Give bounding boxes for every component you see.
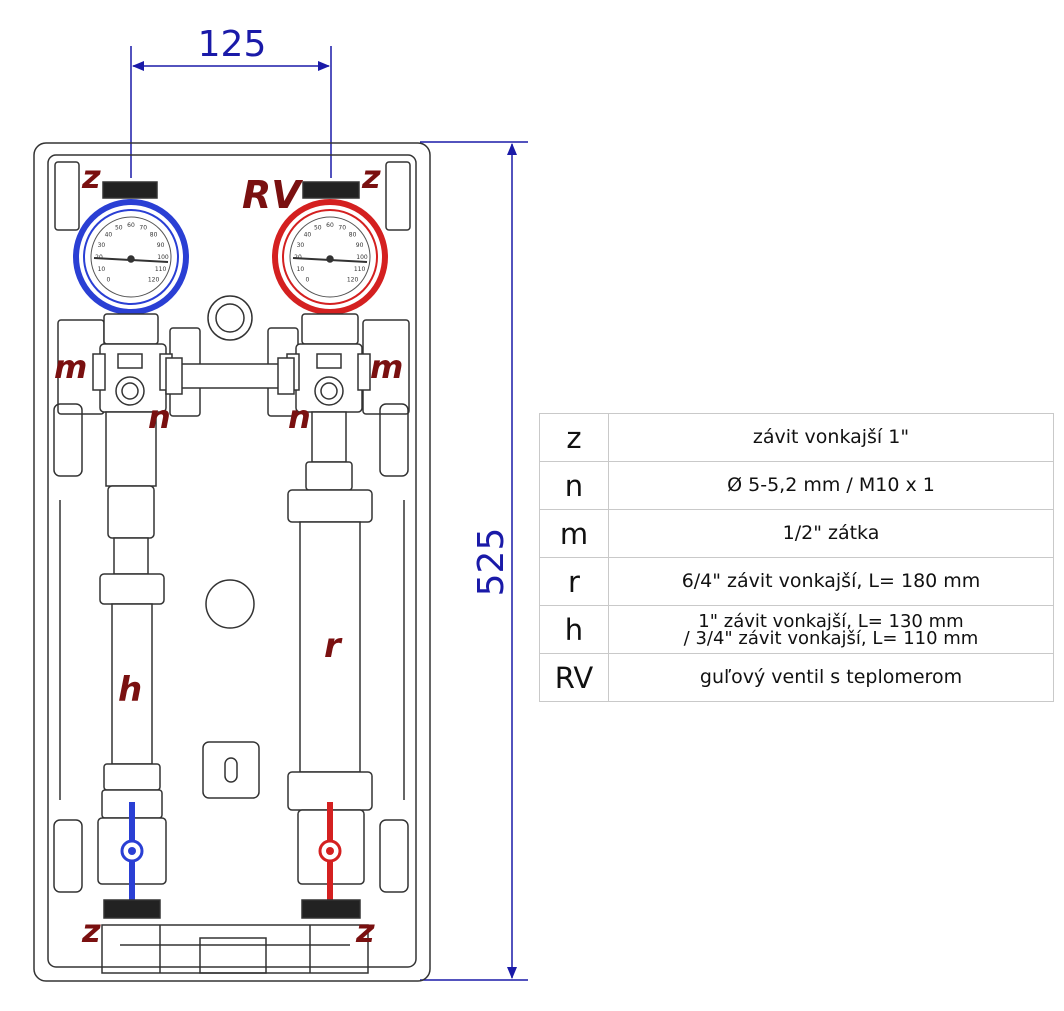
legend-description-line-2: / 3/4" závit vonkajší, L= 110 mm	[683, 627, 979, 649]
gauge-tick-label: 0	[106, 277, 110, 284]
legend-description: 6/4" závit vonkajší, L= 180 mm	[608, 557, 1054, 606]
callout-z-top-right: z	[361, 158, 381, 196]
gauge-tick-label: 110	[155, 266, 167, 273]
gauge-tick-label: 20	[95, 254, 103, 261]
gauge-tick-label: 90	[356, 242, 364, 249]
legend-row: m 1/2" zátka	[539, 509, 1054, 558]
bypass-pipe	[165, 357, 295, 395]
legend-row: RV guľový ventil s teplomerom	[539, 653, 1054, 702]
gauge-tick-label: 60	[127, 222, 135, 229]
legend-row: r 6/4" závit vonkajší, L= 180 mm	[539, 557, 1054, 606]
callout-m-left: m	[54, 348, 87, 386]
gauge-tick-label: 100	[356, 254, 368, 261]
legend-code: h	[539, 605, 609, 654]
legend-code: r	[539, 557, 609, 606]
callout-z-top-left: z	[81, 158, 101, 196]
callout-h: h	[118, 670, 142, 710]
legend-description: závit vonkajší 1"	[608, 413, 1054, 462]
callout-z-bottom-left: z	[81, 912, 101, 950]
dimension-width: 125	[130, 24, 332, 178]
left-thermometer	[73, 199, 189, 315]
gauge-tick-label: 40	[304, 231, 312, 238]
callout-n-right: n	[288, 398, 311, 436]
gauge-tick-label: 70	[139, 224, 147, 231]
right-thermometer	[272, 199, 388, 315]
gauge-tick-label: 50	[115, 224, 123, 231]
gauge-tick-label: 30	[98, 242, 106, 249]
legend-code: n	[539, 461, 609, 510]
legend-code: z	[539, 413, 609, 462]
gauge-tick-label: 40	[105, 231, 113, 238]
height-dimension-label: 525	[471, 528, 512, 597]
width-dimension-label: 125	[198, 24, 267, 65]
callout-r: r	[324, 626, 343, 666]
gauge-tick-label: 80	[150, 231, 158, 238]
gauge-tick-label: 110	[354, 266, 366, 273]
legend-description: 1" závit vonkajší, L= 130 mm / 3/4" závi…	[608, 605, 1054, 654]
legend-code: m	[539, 509, 609, 558]
legend-code: RV	[539, 653, 609, 702]
legend-row: n Ø 5-5,2 mm / M10 x 1	[539, 461, 1054, 510]
callout-n-left: n	[148, 398, 171, 436]
callout-z-bottom-right: z	[355, 912, 375, 950]
legend-description: guľový ventil s teplomerom	[608, 653, 1054, 702]
gauge-tick-label: 10	[297, 266, 305, 273]
gauge-tick-label: 120	[148, 277, 160, 284]
right-branch	[272, 181, 388, 919]
legend-description-line-1: 1" závit vonkajší, L= 130 mm	[698, 610, 964, 632]
gauge-tick-label: 80	[349, 231, 357, 238]
legend-row: h 1" závit vonkajší, L= 130 mm / 3/4" zá…	[539, 605, 1054, 654]
insulation-housing	[33, 142, 431, 982]
legend-description: Ø 5-5,2 mm / M10 x 1	[608, 461, 1054, 510]
gauge-tick-label: 10	[98, 266, 106, 273]
legend-description: 1/2" zátka	[608, 509, 1054, 558]
gauge-tick-label: 50	[314, 224, 322, 231]
left-branch	[73, 181, 189, 919]
gauge-tick-label: 60	[326, 222, 334, 229]
gauge-tick-label: 20	[294, 254, 302, 261]
gauge-tick-label: 0	[305, 277, 309, 284]
legend-row: z závit vonkajší 1"	[539, 413, 1054, 462]
callout-rv: RV	[242, 173, 303, 217]
gauge-tick-label: 100	[157, 254, 169, 261]
gauge-tick-label: 90	[157, 242, 165, 249]
callout-m-right: m	[370, 348, 403, 386]
dimension-height: 525	[420, 141, 528, 981]
callouts: z RV z m m n n h r z z	[54, 158, 403, 950]
gauge-tick-label: 30	[297, 242, 305, 249]
gauge-tick-label: 70	[338, 224, 346, 231]
legend-table: z závit vonkajší 1" n Ø 5-5,2 mm / M10 x…	[539, 413, 1054, 702]
gauge-tick-label: 120	[347, 277, 359, 284]
